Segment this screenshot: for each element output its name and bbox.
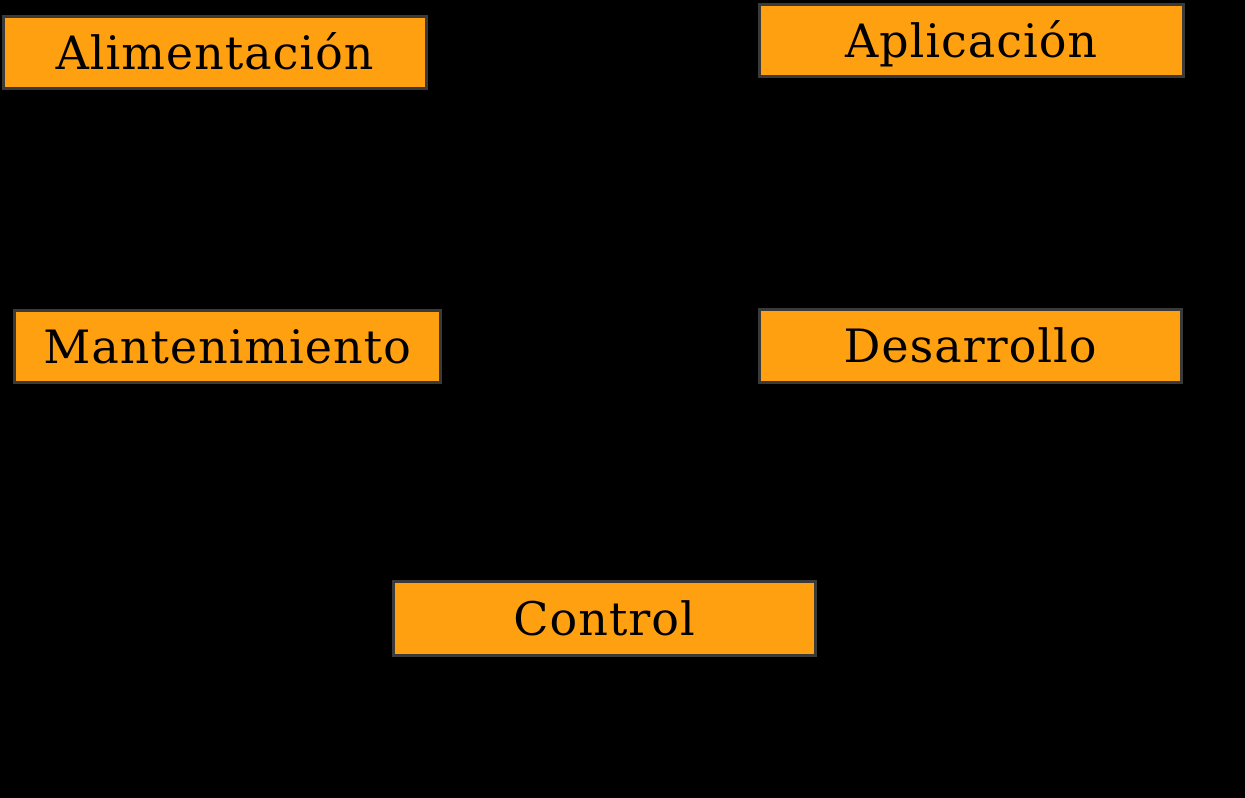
- node-alimentacion: Alimentación: [2, 15, 428, 90]
- node-control-label: Control: [513, 591, 696, 646]
- node-control: Control: [392, 580, 817, 657]
- node-aplicacion: Aplicación: [758, 3, 1185, 78]
- node-desarrollo: Desarrollo: [758, 308, 1183, 384]
- node-mantenimiento: Mantenimiento: [13, 309, 442, 384]
- node-aplicacion-label: Aplicación: [844, 13, 1099, 68]
- node-desarrollo-label: Desarrollo: [843, 319, 1098, 373]
- node-mantenimiento-label: Mantenimiento: [43, 319, 412, 374]
- node-alimentacion-label: Alimentación: [55, 25, 375, 80]
